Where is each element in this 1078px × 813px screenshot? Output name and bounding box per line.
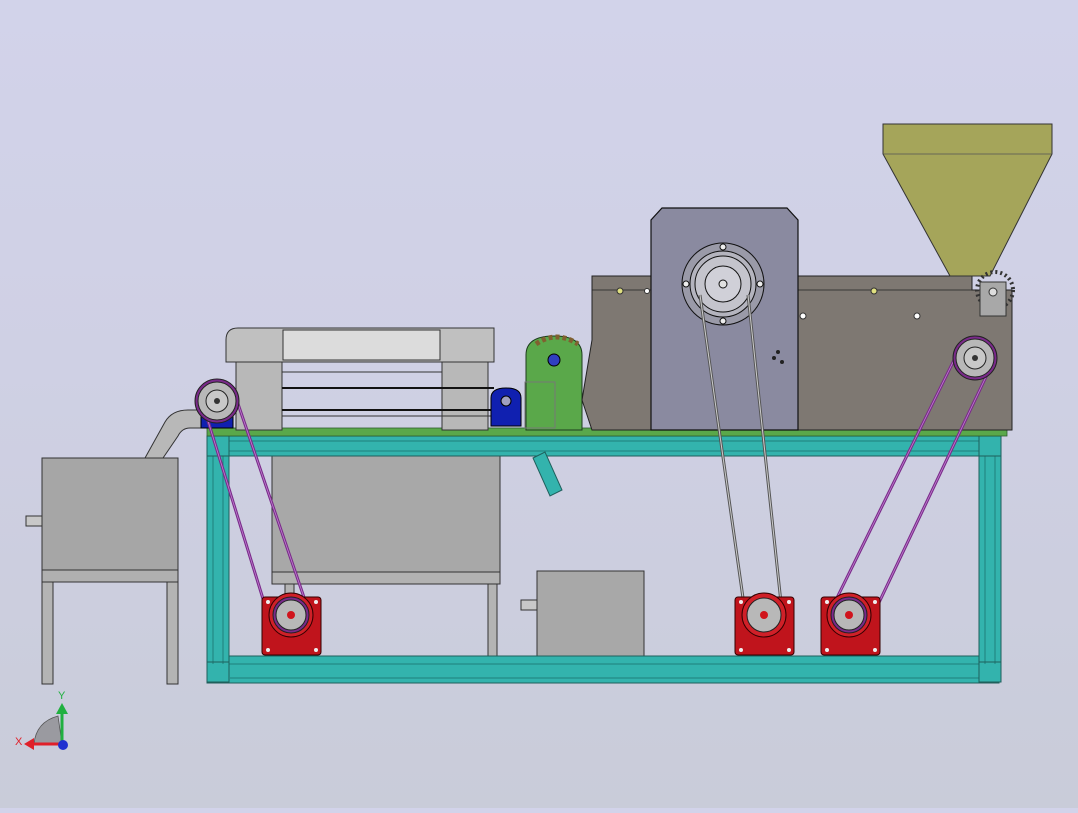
pulley-left-top	[194, 378, 240, 424]
cutter-housing	[650, 207, 799, 431]
gear-assembly	[524, 334, 583, 431]
motor-right	[820, 592, 881, 656]
y-axis-label: Y	[58, 690, 66, 702]
motor-left	[261, 592, 322, 656]
left-tank	[25, 457, 179, 685]
center-cabinet	[271, 451, 501, 657]
blue-bearing-right	[490, 387, 522, 427]
motor-center	[734, 592, 795, 656]
belt-right	[828, 351, 995, 631]
z-axis-dot	[58, 740, 68, 750]
feed-mechanism	[975, 270, 1015, 317]
conveyor-unit	[225, 327, 495, 431]
discharge-chute	[144, 409, 206, 459]
lower-box	[520, 570, 645, 657]
pulley-right-top	[952, 335, 998, 381]
belt-center	[698, 294, 784, 613]
diagonal-strut	[532, 451, 563, 497]
hopper	[882, 123, 1053, 277]
belt-left	[198, 394, 312, 616]
x-axis-label: X	[15, 736, 23, 748]
steel-frame	[206, 427, 1008, 684]
coordinate-triad: Y X	[15, 690, 68, 750]
